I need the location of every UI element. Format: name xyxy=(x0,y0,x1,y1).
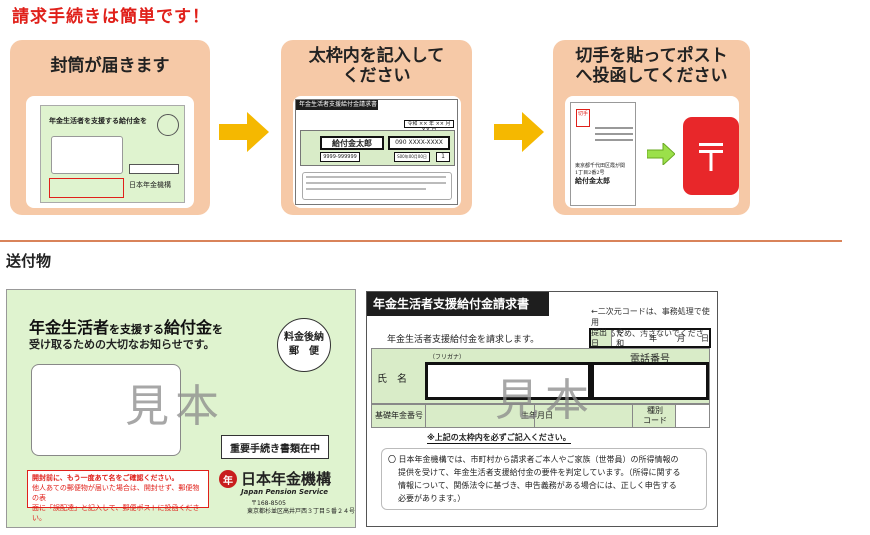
pension-number-field[interactable] xyxy=(425,405,535,427)
claim-form-sample: 年金生活者支援給付金請求書 ←二次元コードは、事務処理で使用 するため、汚さない… xyxy=(366,291,718,527)
arrow-right-icon xyxy=(219,112,269,152)
arrow-right-green-icon xyxy=(647,143,675,165)
pension-number-label: 基礎年金番号 xyxy=(375,411,423,420)
envelope-title: 年金生活者を支援する給付金を xyxy=(29,318,224,337)
page-headline: 請求手続きは簡単です！ xyxy=(12,7,210,27)
name-label: 氏 名 xyxy=(377,374,407,385)
org-address: 東京都杉並区高井戸西３丁目５番２４号 xyxy=(247,508,356,515)
arrow-right-icon xyxy=(494,112,544,152)
type-code-field[interactable] xyxy=(675,405,709,427)
phone-label: 電話番号 xyxy=(630,354,670,365)
section-divider xyxy=(0,240,842,242)
sample-watermark: 見本 xyxy=(495,375,595,426)
jps-logo-icon: 年 xyxy=(219,470,237,488)
form-title: 年金生活者支援給付金請求書 xyxy=(367,292,549,316)
envelope-thumbnail-window xyxy=(51,136,123,174)
sample-watermark: 見本 xyxy=(125,381,225,432)
phone-field[interactable] xyxy=(591,362,709,400)
type-code-label: 種別 コード xyxy=(643,406,667,425)
envelope-notice-box: 開封前に、もう一度あて名をご確認ください。 他人あての郵便物が届いた場合は、開封… xyxy=(27,470,209,522)
submit-date-field[interactable]: 提出日 令和 年 月 日 xyxy=(589,328,711,348)
step-1-title: 封筒が届きます xyxy=(50,56,170,76)
section-label: 送付物 xyxy=(6,252,52,270)
return-envelope-thumbnail: 切手 東京都千代田区霞が関 1丁目2番2号 給付金太郎 xyxy=(570,102,636,206)
stamp-icon: 切手 xyxy=(576,109,590,127)
form-thumbnail: 年金生活者支援給付金請求書 令和 ×× 年 ×× 月 ×× 日 給付金太郎 09… xyxy=(295,99,458,205)
fill-instruction: ※上記の太枠内を必ずご記入ください。 xyxy=(427,433,571,444)
org-name-en: Japan Pension Service xyxy=(241,488,329,496)
envelope-thumbnail-postage-mark xyxy=(157,114,179,136)
name-field[interactable] xyxy=(425,362,591,400)
envelope-thumbnail: 年金生活者を支援する給付金を 日本年金機構 xyxy=(40,105,185,203)
step-3-title: 切手を貼ってポスト へ投函してください xyxy=(575,46,728,86)
birthdate-field[interactable] xyxy=(563,405,633,427)
postage-paid-mark: 料金後納 郵 便 xyxy=(277,318,331,372)
org-name: 日本年金機構 xyxy=(241,470,332,488)
postal-code: 〒168-8505 xyxy=(251,500,286,507)
address-window xyxy=(31,364,181,456)
important-documents-label: 重要手続き書類在中 xyxy=(221,435,329,459)
request-text: 年金生活者支援給付金を請求します。 xyxy=(387,335,540,345)
step-2-title: 太枠内を記入して ください xyxy=(308,46,445,86)
envelope-subtitle: 受け取るための大切なお知らせです。 xyxy=(29,338,215,351)
postbox-icon xyxy=(683,117,739,195)
birthdate-label: 生年月日 xyxy=(521,411,553,420)
income-info-note: 〇 日本年金機構では、市町村から請求者ご本人やご家族（世帯員）の所得情報の 提供… xyxy=(381,448,707,510)
envelope-sample: 年金生活者を支援する給付金を 受け取るための大切なお知らせです。 料金後納 郵 … xyxy=(6,289,356,528)
